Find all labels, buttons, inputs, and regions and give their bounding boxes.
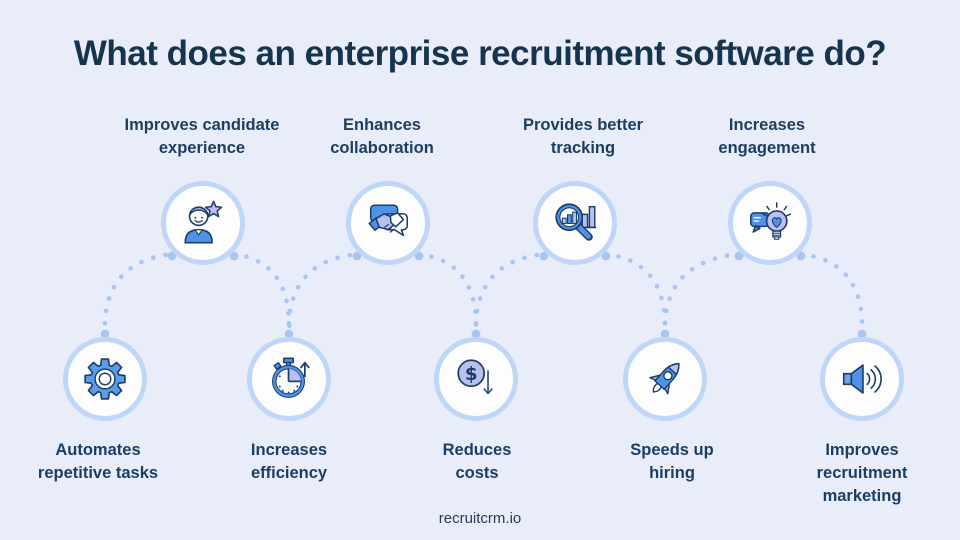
stopwatch-icon (272, 357, 310, 398)
label-speeds-up-hiring: Speeds up hiring (630, 441, 714, 482)
brand-footer: recruitcrm.io (438, 510, 522, 527)
label-increases-engagement: Increases engagement (718, 116, 816, 157)
node-marketing (820, 337, 904, 421)
dollar-symbol: $ (465, 364, 478, 385)
node-costs: $ (434, 337, 518, 421)
node-engagement (728, 181, 812, 265)
label-improves-recruitment-marketing: Improves recruitment marketing (816, 441, 908, 505)
label-improves-candidate-experience: Improves candidate experience (124, 116, 280, 157)
gear-icon (84, 358, 126, 400)
lightbulb-heart-icon (750, 202, 792, 240)
node-collaboration (346, 181, 430, 265)
label-provides-better-tracking: Provides better tracking (522, 116, 644, 157)
magnifier-chart-icon (555, 203, 597, 241)
label-increases-efficiency: Increases efficiency (250, 441, 328, 482)
node-efficiency (247, 337, 331, 421)
dollar-down-icon: $ (457, 359, 493, 395)
node-candidate-experience (161, 181, 245, 265)
node-automates-tasks (63, 337, 147, 421)
page-title: What does an enterprise recruitment soft… (73, 34, 887, 73)
handshake-icon (368, 204, 408, 237)
node-tracking (533, 181, 617, 265)
node-hiring (623, 337, 707, 421)
speaker-icon (842, 364, 882, 394)
label-reduces-costs: Reduces costs (442, 441, 512, 482)
label-enhances-collaboration: Enhances collaboration (330, 116, 434, 157)
candidate-star-icon (184, 200, 223, 244)
label-automates-repetitive-tasks: Automates repetitive tasks (37, 441, 159, 482)
rocket-icon (649, 362, 680, 395)
